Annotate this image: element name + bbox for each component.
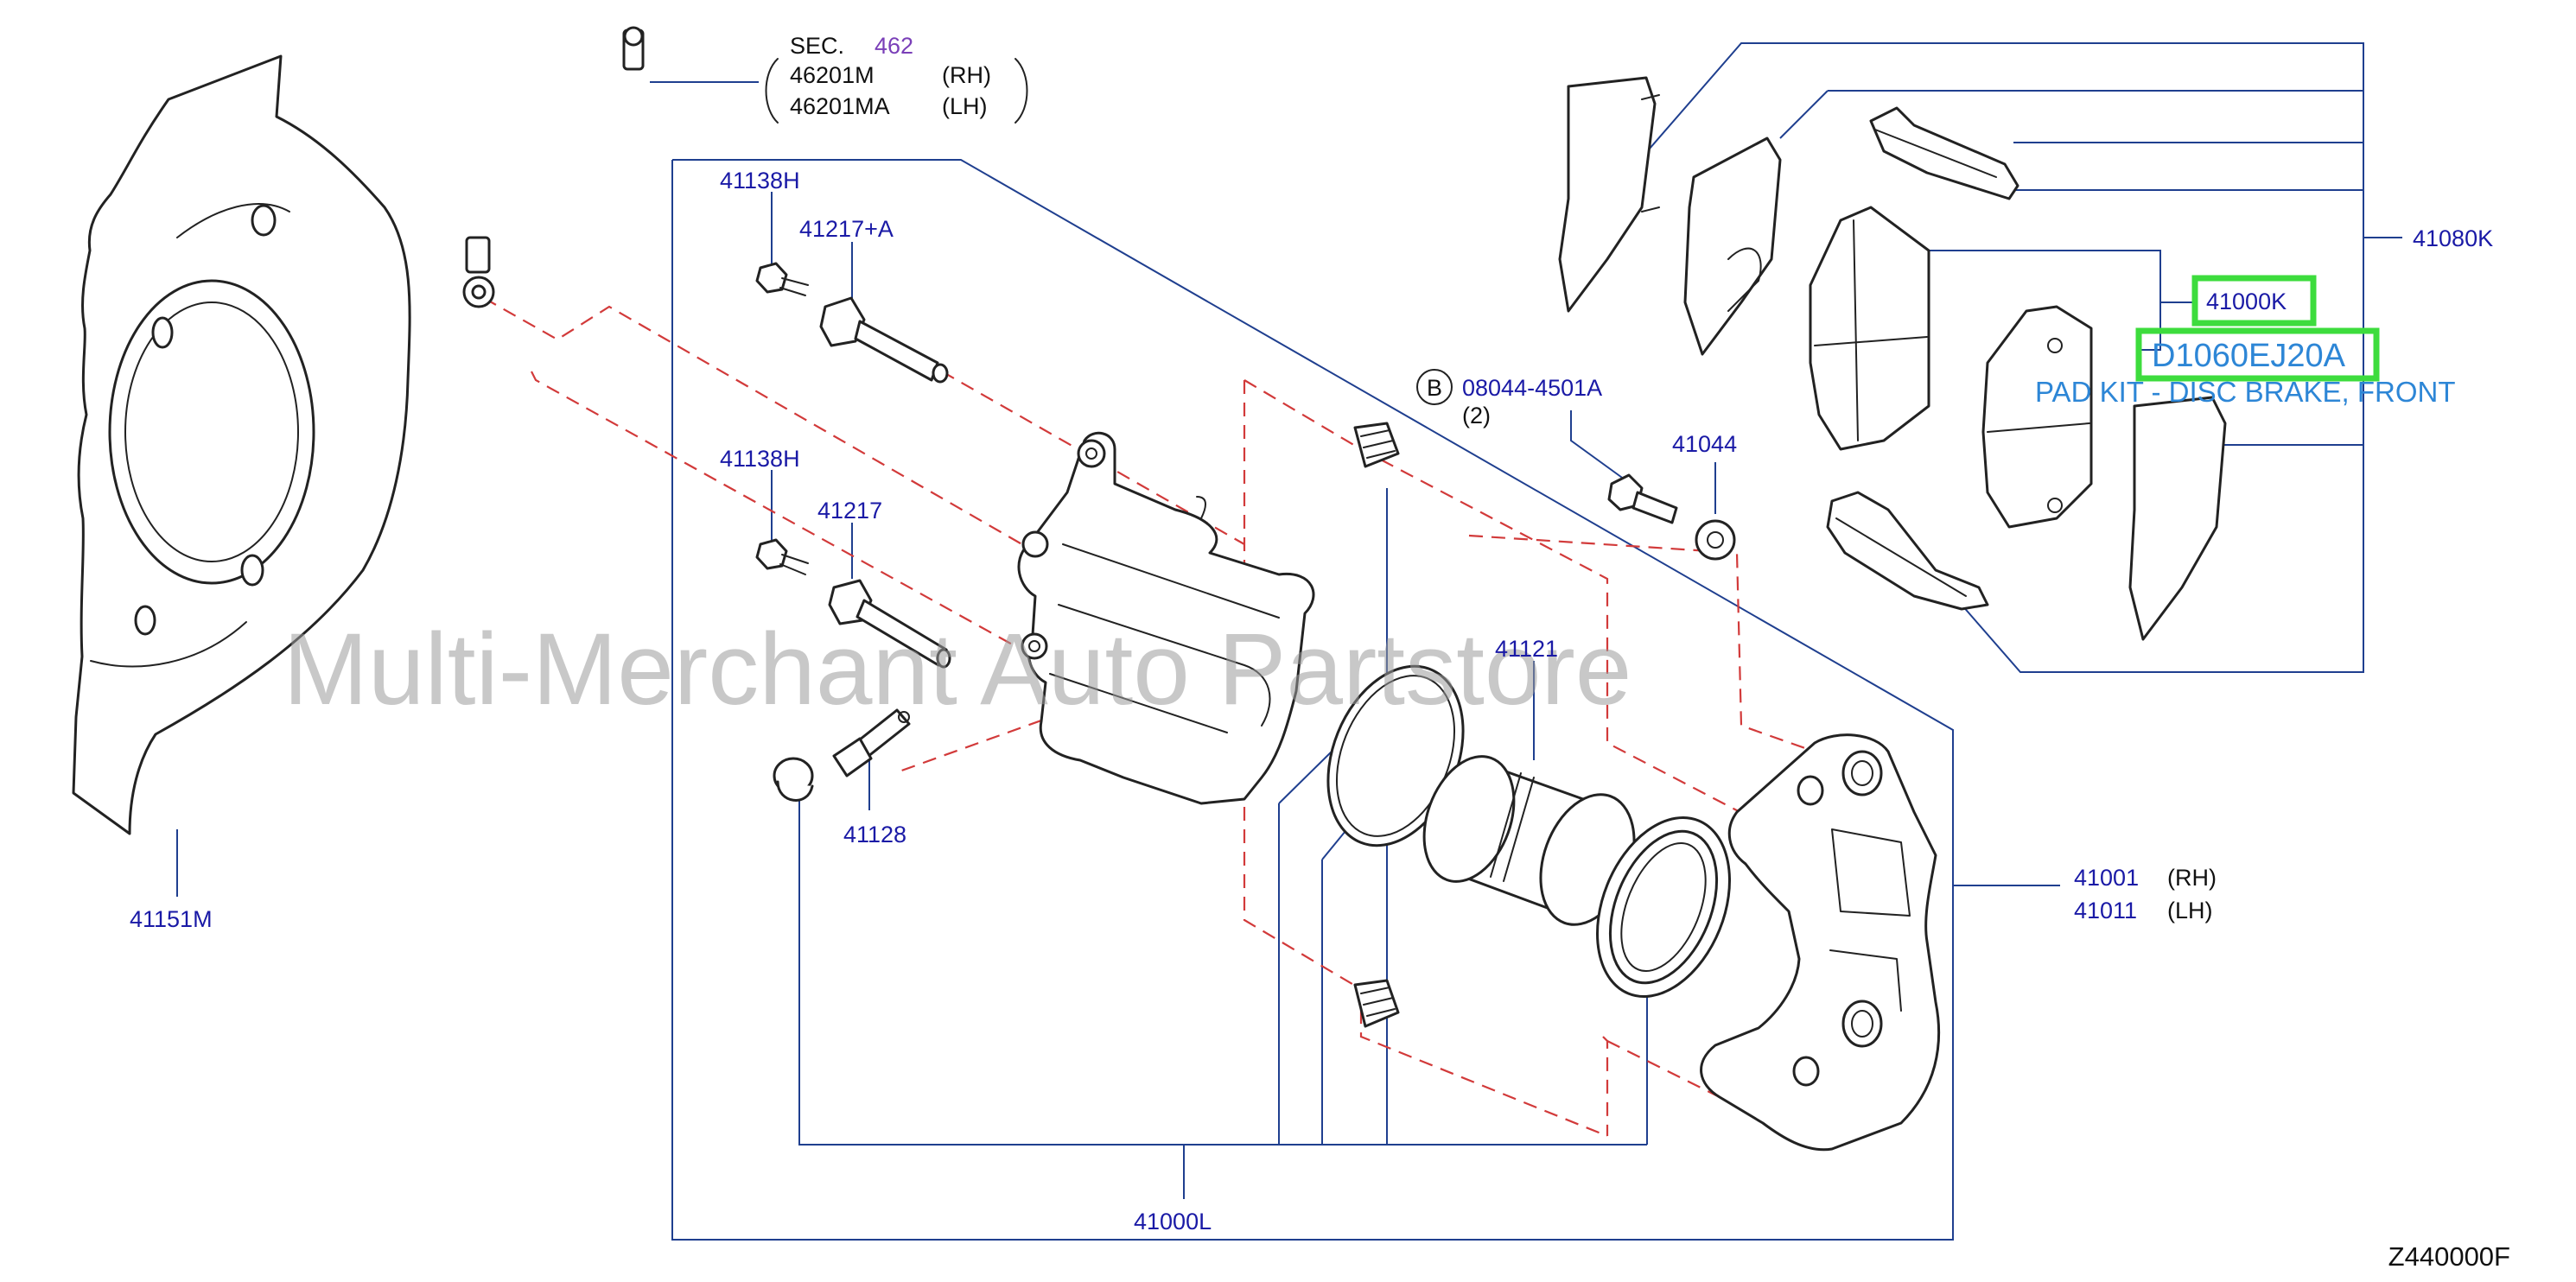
hose-lh-part[interactable]: 46201MA [790,93,890,119]
label-caliper-rh-side: (RH) [2167,865,2217,891]
label-caliper-lh-part[interactable]: 41011 [2074,898,2137,923]
bolt-marker-letter: B [1427,375,1442,401]
label-washer[interactable]: 41044 [1672,431,1737,457]
diagram-code: Z440000F [2388,1241,2510,1272]
label-hardware-kit[interactable]: 41080K [2413,225,2493,251]
hose-rh-side: (RH) [942,62,991,88]
pad-clip-upper [1869,106,2019,200]
pin-bolt [828,579,951,669]
brake-pad-inner [1981,305,2093,529]
label-caliper-assy[interactable]: 41000L [1134,1209,1212,1234]
hose-right-bracket [1014,58,1028,124]
label-backing-plate[interactable]: 41151M [130,906,213,932]
bolt-marker-circle [1416,369,1453,405]
piston-boot [1596,816,1731,999]
bleeder-valve [832,708,911,777]
anti-squeal-shim-inner [1683,136,1782,356]
pin-boot-upper [1353,422,1400,468]
pad-set-highlight-box[interactable] [2191,275,2317,327]
brake-pad-outer [1809,206,1930,451]
hose-left-bracket [765,58,779,124]
hose-sec-number[interactable]: 462 [875,33,913,59]
hose-lh-side: (LH) [942,93,988,119]
label-pin-bolt-a[interactable]: 41217+A [799,216,894,242]
watermark: Multi-Merchant Auto Partstore [283,612,1632,727]
caliper-bracket [1700,733,1941,1152]
label-piston-seal[interactable]: 41121 [1495,636,1558,662]
label-bolt-part[interactable]: 08044-4501A [1462,375,1602,401]
label-caliper-rh-part[interactable]: 41001 [2074,865,2139,891]
bleeder-screw-1 [755,262,809,296]
highlight-description: PAD KIT - DISC BRAKE, FRONT [2035,376,2456,408]
washer [1695,519,1736,561]
piston-seal-ring [1326,664,1465,847]
hose-sec-prefix: SEC. [790,33,844,59]
label-bolt-qty: (2) [1462,403,1491,428]
hose-label-block: SEC. 462 46201M (RH) 46201MA (LH) [765,33,1028,124]
pin-boot-lower [1353,979,1400,1028]
label-bleeder-screw-1[interactable]: 41138H [720,168,800,194]
label-pad-set[interactable]: 41000K [2206,289,2287,314]
pin-bolt-a [819,296,949,384]
bolt-marker: B [1416,369,1453,405]
bleeder-screw-2 [755,538,809,575]
label-pin-bolt[interactable]: 41217 [817,498,882,524]
pad-kit-highlight-box[interactable] [2135,327,2380,382]
brake-hose [462,26,645,308]
label-bleeder-cap[interactable]: 41128 [843,822,906,847]
pad-shim-rear [2128,396,2227,641]
pad-clip-lower [1826,491,1989,611]
bleeder-cap [773,757,814,802]
caliper-body [1017,431,1315,805]
highlight-part-number[interactable]: D1060EJ20A [2152,338,2346,374]
hose-rh-part[interactable]: 46201M [790,62,875,88]
mounting-bolt [1607,473,1678,524]
label-caliper-lh-side: (LH) [2167,898,2213,923]
backing-plate [72,54,411,835]
label-bleeder-screw-2[interactable]: 41138H [720,446,800,472]
anti-squeal-shim-outer [1558,76,1660,313]
